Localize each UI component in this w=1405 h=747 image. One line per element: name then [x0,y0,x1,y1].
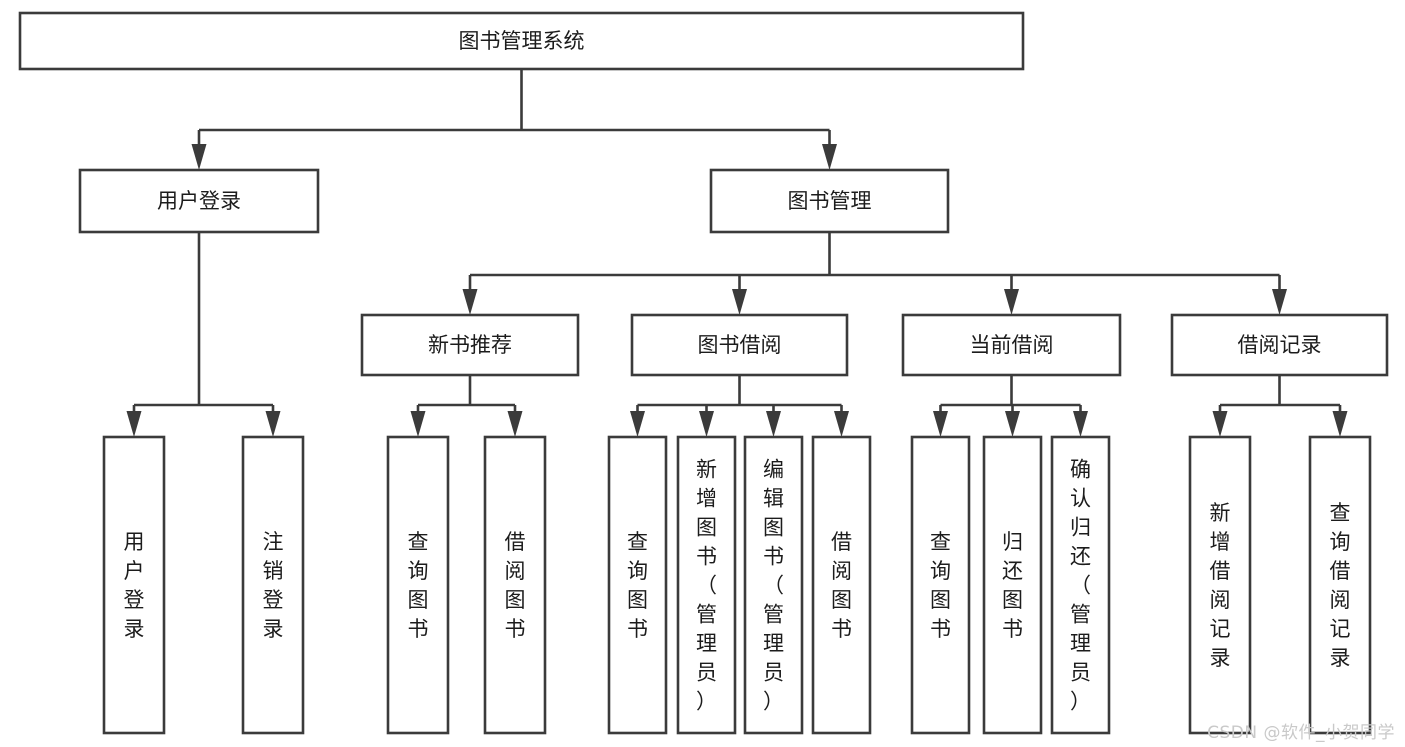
node-box-leaf-add-borrow-record [1188,435,1252,735]
node-box-leaf-user-login [102,435,166,735]
node-label-borrow-record: 借阅记录 [1238,333,1322,357]
arrow-head-leaf-query-book-current [933,411,948,437]
node-leaf-query-book-current[interactable]: 查询图书 [910,435,971,735]
arrow-head-user-login [191,144,207,170]
node-box-current-borrow [901,313,1122,377]
arrow-head-leaf-query-book-recommend [410,411,426,437]
node-label-leaf-borrow-book: 借阅图书 [831,530,852,641]
node-box-leaf-return-book [982,435,1043,735]
node-label-book-borrow: 图书借阅 [698,333,782,357]
node-label-leaf-user-login: 用户登录 [124,530,145,641]
node-box-borrow-record [1170,313,1389,377]
arrow-head-current-borrow [1004,289,1019,315]
node-label-leaf-logout: 注销登录 [263,530,284,641]
arrow-head-book-borrow [732,289,747,315]
connector-group-user-login [126,232,281,437]
node-leaf-user-login[interactable]: 用户登录 [102,435,166,735]
node-box-leaf-edit-book-admin [743,435,804,735]
arrow-head-leaf-borrow-book-recommend [507,411,523,437]
node-layer: 图书管理系统用户登录图书管理新书推荐图书借阅当前借阅借阅记录用户登录注销登录查询… [18,11,1389,735]
node-box-root [18,11,1025,71]
connector-group-book-borrow [630,375,849,437]
connector-group-borrow-record [1212,375,1348,437]
arrow-head-leaf-confirm-return-admin [1073,411,1088,437]
node-box-leaf-query-book-current [910,435,971,735]
node-box-leaf-borrow-book [811,435,872,735]
node-label-leaf-edit-book-admin: 编辑图书（管理员） [763,458,784,714]
node-leaf-query-book-recommend[interactable]: 查询图书 [386,435,450,735]
arrow-head-leaf-borrow-book [834,411,849,437]
node-root[interactable]: 图书管理系统 [18,11,1025,71]
node-box-leaf-query-book-recommend [386,435,450,735]
arrow-head-leaf-logout [265,411,281,437]
arrow-head-new-book-recommend [462,289,478,315]
node-label-new-book-recommend: 新书推荐 [428,333,512,357]
node-book-management[interactable]: 图书管理 [709,168,950,234]
node-label-leaf-return-book: 归还图书 [1002,530,1023,641]
node-label-leaf-add-borrow-record: 新增借阅记录 [1210,501,1231,670]
node-label-leaf-borrow-book-recommend: 借阅图书 [505,530,526,641]
connector-group-new-book-recommend [410,375,523,437]
connector-group-book-management [462,232,1287,315]
node-leaf-logout[interactable]: 注销登录 [241,435,305,735]
arrow-head-book-management [822,144,837,170]
node-label-leaf-query-borrow-record: 查询借阅记录 [1330,501,1351,670]
node-label-leaf-query-book-borrow: 查询图书 [627,530,648,641]
arrow-head-leaf-query-borrow-record [1332,411,1348,437]
node-box-leaf-query-book-borrow [607,435,668,735]
node-label-current-borrow: 当前借阅 [970,333,1054,357]
node-leaf-borrow-book[interactable]: 借阅图书 [811,435,872,735]
node-label-user-login: 用户登录 [157,189,241,213]
node-box-leaf-confirm-return-admin [1050,435,1111,735]
node-label-leaf-query-book-current: 查询图书 [930,530,951,641]
arrow-head-leaf-user-login [126,411,142,437]
connector-group-current-borrow [933,375,1088,437]
arrow-head-leaf-query-book-borrow [630,411,645,437]
node-leaf-borrow-book-recommend[interactable]: 借阅图书 [483,435,547,735]
node-label-leaf-confirm-return-admin: 确认归还（管理员） [1070,458,1091,714]
node-leaf-confirm-return-admin[interactable]: 确认归还（管理员） [1050,435,1111,735]
node-box-new-book-recommend [360,313,580,377]
node-leaf-add-borrow-record[interactable]: 新增借阅记录 [1188,435,1252,735]
node-label-leaf-add-book-admin: 新增图书（管理员） [696,458,717,714]
arrow-head-borrow-record [1272,289,1287,315]
node-leaf-edit-book-admin[interactable]: 编辑图书（管理员） [743,435,804,735]
node-box-book-management [709,168,950,234]
arrow-head-leaf-add-book-admin [699,411,714,437]
node-borrow-record[interactable]: 借阅记录 [1170,313,1389,377]
node-box-leaf-query-borrow-record [1308,435,1372,735]
node-leaf-query-borrow-record[interactable]: 查询借阅记录 [1308,435,1372,735]
connector-group-root [191,69,837,170]
node-new-book-recommend[interactable]: 新书推荐 [360,313,580,377]
node-box-leaf-borrow-book-recommend [483,435,547,735]
node-label-leaf-query-book-recommend: 查询图书 [408,530,429,641]
arrow-head-leaf-return-book [1005,411,1020,437]
node-leaf-return-book[interactable]: 归还图书 [982,435,1043,735]
node-box-user-login [78,168,320,234]
arrow-head-leaf-add-borrow-record [1212,411,1228,437]
node-label-root: 图书管理系统 [459,29,585,53]
node-leaf-add-book-admin[interactable]: 新增图书（管理员） [676,435,737,735]
node-user-login[interactable]: 用户登录 [78,168,320,234]
node-box-leaf-logout [241,435,305,735]
node-leaf-query-book-borrow[interactable]: 查询图书 [607,435,668,735]
node-label-book-management: 图书管理 [788,189,872,213]
node-box-leaf-add-book-admin [676,435,737,735]
connector-layer [126,69,1348,437]
node-box-book-borrow [630,313,849,377]
node-current-borrow[interactable]: 当前借阅 [901,313,1122,377]
node-book-borrow[interactable]: 图书借阅 [630,313,849,377]
arrow-head-leaf-edit-book-admin [766,411,781,437]
watermark-text: CSDN @软件_小贺同学 [1207,723,1395,743]
